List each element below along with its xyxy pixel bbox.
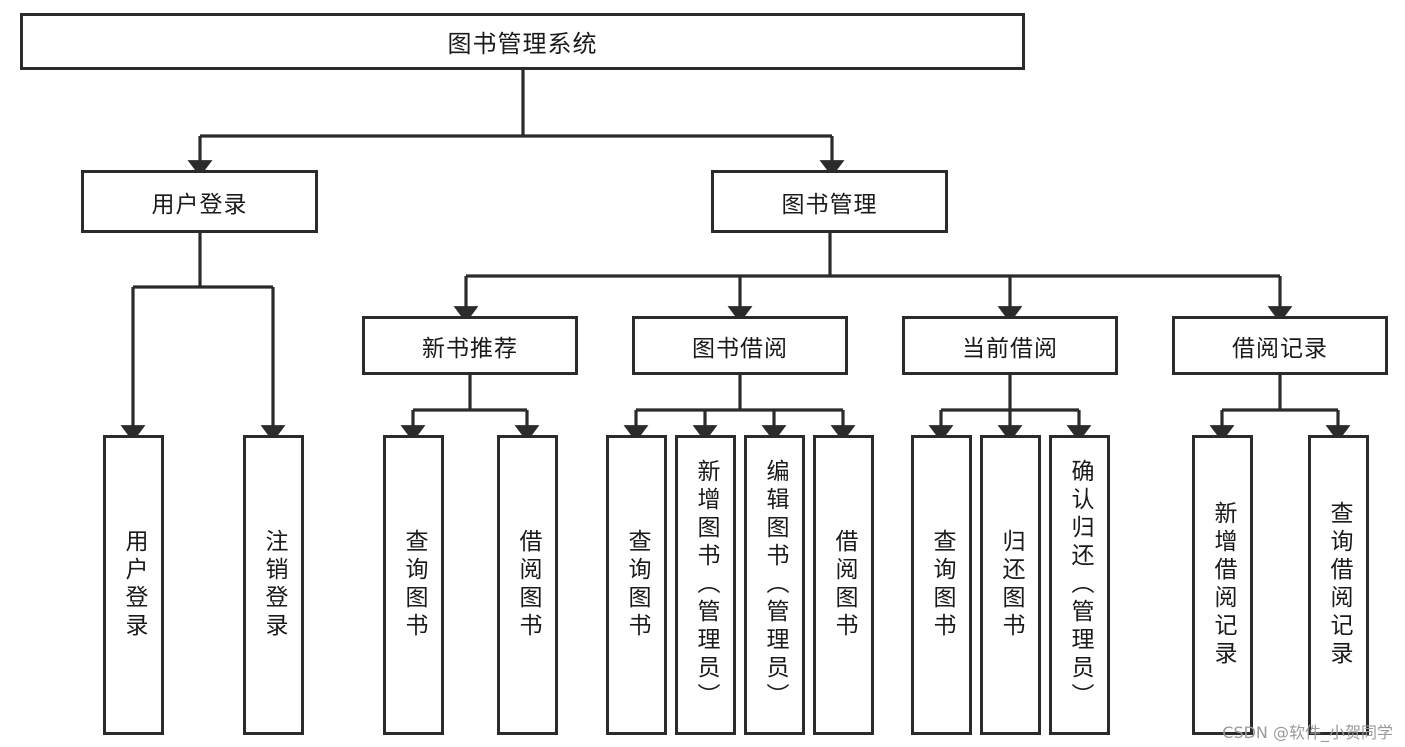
leaf-query-book-3-label: 查询图书 bbox=[929, 529, 955, 641]
leaf-query-book-3[interactable]: 查询图书 bbox=[911, 435, 972, 735]
leaf-add-record-label: 新增借阅记录 bbox=[1210, 501, 1236, 669]
leaf-query-record[interactable]: 查询借阅记录 bbox=[1308, 435, 1369, 735]
node-current-borrow-label: 当前借阅 bbox=[962, 335, 1058, 362]
leaf-logout-login[interactable]: 注销登录 bbox=[243, 435, 304, 735]
node-borrow-record[interactable]: 借阅记录 bbox=[1172, 316, 1388, 375]
node-user-login-label: 用户登录 bbox=[151, 191, 248, 218]
leaf-confirm-return[interactable]: 确认归还（管理员） bbox=[1049, 435, 1110, 735]
leaf-query-book-2-label: 查询图书 bbox=[624, 529, 650, 641]
node-current-borrow[interactable]: 当前借阅 bbox=[902, 316, 1118, 375]
leaf-borrow-book-2-label: 借阅图书 bbox=[831, 529, 857, 641]
node-root[interactable]: 图书管理系统 bbox=[20, 13, 1025, 70]
node-book-manage-label: 图书管理 bbox=[781, 191, 878, 218]
leaf-logout-login-label: 注销登录 bbox=[261, 529, 287, 641]
leaf-borrow-book-2[interactable]: 借阅图书 bbox=[813, 435, 874, 735]
node-borrow-record-label: 借阅记录 bbox=[1232, 335, 1328, 362]
node-book-manage[interactable]: 图书管理 bbox=[711, 170, 948, 233]
leaf-user-login-label: 用户登录 bbox=[121, 529, 147, 641]
node-root-label: 图书管理系统 bbox=[447, 30, 598, 58]
leaf-return-book-label: 归还图书 bbox=[998, 529, 1024, 641]
leaf-return-book[interactable]: 归还图书 bbox=[980, 435, 1041, 735]
watermark: CSDN @软件_小贺同学 bbox=[1222, 723, 1393, 742]
leaf-confirm-return-label: 确认归还（管理员） bbox=[1067, 459, 1093, 711]
leaf-borrow-book-1-label: 借阅图书 bbox=[515, 529, 541, 641]
leaf-query-record-label: 查询借阅记录 bbox=[1326, 501, 1352, 669]
leaf-add-book[interactable]: 新增图书（管理员） bbox=[675, 435, 736, 735]
leaf-user-login[interactable]: 用户登录 bbox=[103, 435, 164, 735]
leaf-query-book-1[interactable]: 查询图书 bbox=[383, 435, 444, 735]
node-new-book-recommend-label: 新书推荐 bbox=[422, 335, 518, 362]
leaf-edit-book[interactable]: 编辑图书（管理员） bbox=[744, 435, 805, 735]
node-book-borrow[interactable]: 图书借阅 bbox=[632, 316, 848, 375]
node-user-login[interactable]: 用户登录 bbox=[81, 170, 318, 233]
node-book-borrow-label: 图书借阅 bbox=[692, 335, 788, 362]
leaf-query-book-2[interactable]: 查询图书 bbox=[606, 435, 667, 735]
node-new-book-recommend[interactable]: 新书推荐 bbox=[362, 316, 578, 375]
leaf-borrow-book-1[interactable]: 借阅图书 bbox=[497, 435, 558, 735]
leaf-query-book-1-label: 查询图书 bbox=[401, 529, 427, 641]
leaf-add-record[interactable]: 新增借阅记录 bbox=[1192, 435, 1253, 735]
leaf-add-book-label: 新增图书（管理员） bbox=[693, 459, 719, 711]
leaf-edit-book-label: 编辑图书（管理员） bbox=[762, 459, 788, 711]
